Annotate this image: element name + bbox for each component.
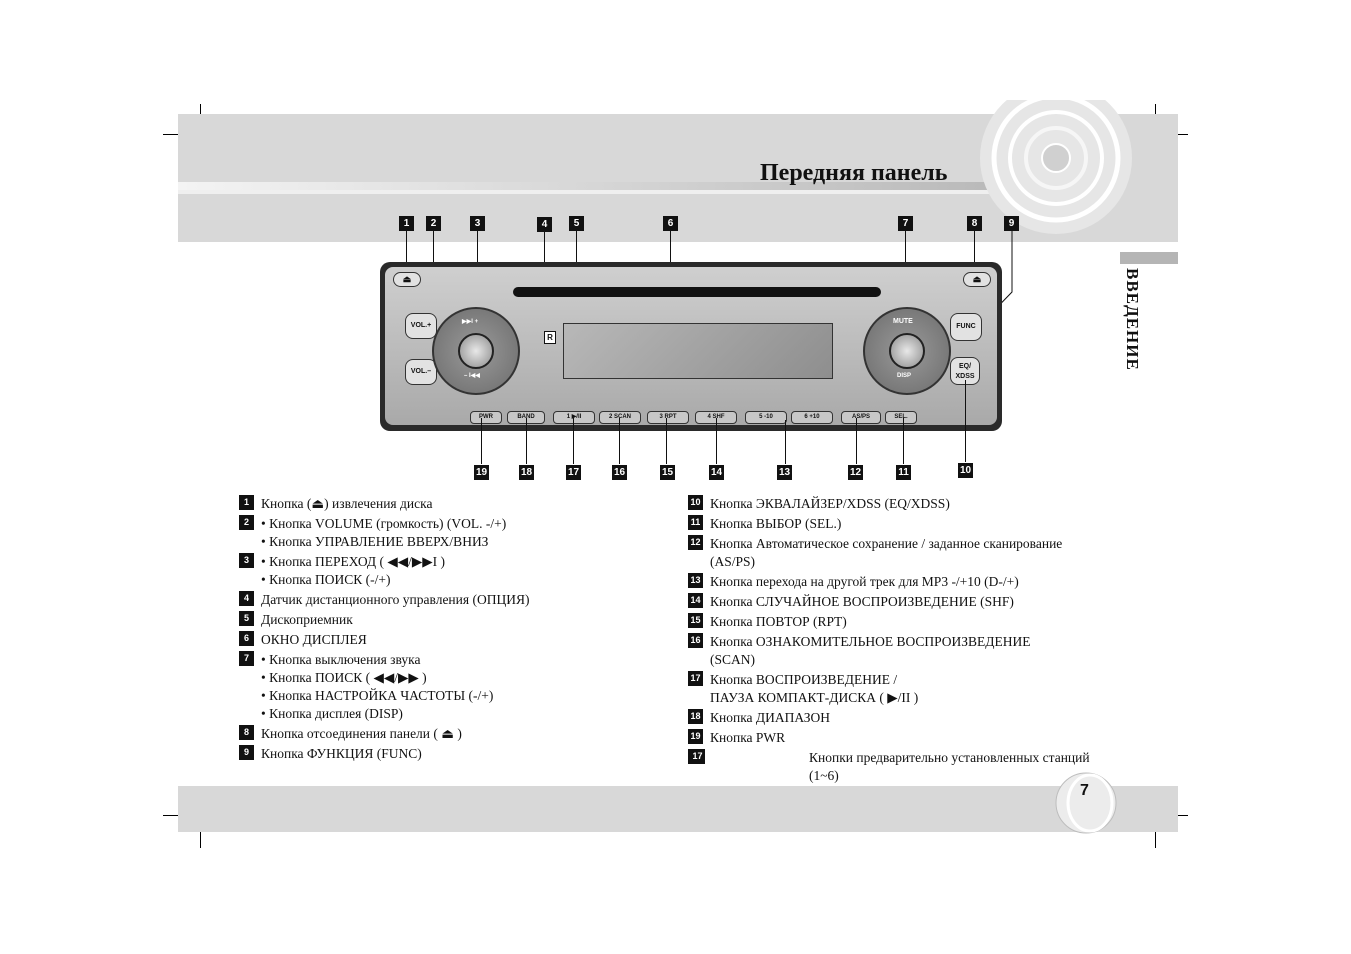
preset-3-button[interactable]: 3 RPT: [647, 411, 689, 424]
remote-sensor-badge: R: [544, 331, 556, 344]
callout-15: 15: [660, 465, 675, 480]
eject-button[interactable]: ⏏: [393, 272, 421, 287]
pwr-button[interactable]: PWR: [470, 411, 502, 424]
callout-3: 3: [470, 216, 485, 231]
callout-6: 6: [663, 216, 678, 231]
callout-7: 7: [898, 216, 913, 231]
leader-line: [573, 418, 574, 464]
seek-knob[interactable]: ▶▶I + – I◀◀: [432, 307, 520, 395]
mute-knob-center: [889, 333, 925, 369]
callout-11: 11: [896, 465, 911, 480]
callout-10: 10: [958, 463, 973, 478]
cd-decoration-icon: [980, 100, 1132, 234]
page-number: 7: [1080, 782, 1089, 799]
preset-2-button[interactable]: 2 SCAN: [599, 411, 641, 424]
as-ps-button[interactable]: AS/PS: [841, 411, 881, 424]
preset-6-button[interactable]: 6 +10: [791, 411, 833, 424]
leader-line: [666, 418, 667, 464]
list-item: 2• Кнопка VOLUME (громкость) (VOL. -/+)•…: [239, 515, 659, 551]
page-title: Передняя панель: [760, 160, 948, 186]
sel-button[interactable]: SEL.: [885, 411, 917, 424]
display-window: [563, 323, 833, 379]
crop-mark: [163, 815, 185, 816]
leader-line: [619, 418, 620, 464]
header-rule-light: [178, 190, 998, 194]
mute-knob[interactable]: MUTE DISP: [863, 307, 951, 395]
crop-mark: [163, 134, 185, 135]
callout-12: 12: [848, 465, 863, 480]
callout-9: 9: [1004, 216, 1019, 231]
page-badge-icon: [1055, 772, 1117, 834]
seek-down-label: – I◀◀: [464, 373, 480, 379]
vol-down-button[interactable]: VOL.–: [405, 359, 437, 385]
list-item: 7• Кнопка выключения звука• Кнопка ПОИСК…: [239, 651, 659, 723]
panel-face: R ⏏ ⏏ VOL.+ VOL.– ▶▶I + – I◀◀ MUTE DISP …: [385, 267, 997, 425]
func-button[interactable]: FUNC: [950, 313, 982, 341]
callout-1: 1: [399, 216, 414, 231]
crop-mark: [200, 826, 201, 848]
mute-label: MUTE: [893, 318, 913, 325]
crop-mark: [1155, 826, 1156, 848]
callout-4: 4: [537, 217, 552, 232]
leader-line: [856, 418, 857, 464]
seek-up-label: ▶▶I +: [462, 319, 479, 325]
leader-line: [974, 231, 975, 271]
preset-1-button[interactable]: 1 ▶/II: [553, 411, 595, 424]
leader-line: [716, 418, 717, 464]
disc-slot: [513, 287, 881, 297]
header-rule: [178, 182, 998, 190]
presets-number-group: 13,14,15,16,17: [688, 749, 705, 767]
callout-17: 17: [566, 465, 581, 480]
presets-list-item: 13,14,15,16,17 Кнопки предварительно уст…: [688, 749, 1138, 785]
leader-line: [526, 418, 527, 464]
list-item: 3• Кнопка ПЕРЕХОД ( ◀◀/▶▶I )• Кнопка ПОИ…: [239, 553, 659, 589]
callout-19: 19: [474, 465, 489, 480]
vol-up-button[interactable]: VOL.+: [405, 313, 437, 339]
side-section-label: ВВЕДЕНИЕ: [1123, 268, 1142, 371]
release-button[interactable]: ⏏: [963, 272, 991, 287]
leader-line: [481, 418, 482, 464]
callout-5: 5: [569, 216, 584, 231]
callout-13: 13: [777, 465, 792, 480]
side-tab-bar: [1120, 252, 1178, 264]
callout-18: 18: [519, 465, 534, 480]
leader-line: [576, 231, 577, 285]
disp-label: DISP: [897, 373, 912, 379]
leader-line: [406, 231, 407, 275]
callout-8: 8: [967, 216, 982, 231]
car-stereo-panel: R ⏏ ⏏ VOL.+ VOL.– ▶▶I + – I◀◀ MUTE DISP …: [380, 262, 1002, 431]
callout-14: 14: [709, 465, 724, 480]
callout-16: 16: [612, 465, 627, 480]
leader-line: [903, 418, 904, 464]
leader-line: [965, 380, 966, 462]
footer-band: [178, 786, 1178, 832]
leader-line: [785, 420, 786, 464]
seek-knob-center: [458, 333, 494, 369]
preset-5-button[interactable]: 5 -10: [745, 411, 787, 424]
callout-2: 2: [426, 216, 441, 231]
